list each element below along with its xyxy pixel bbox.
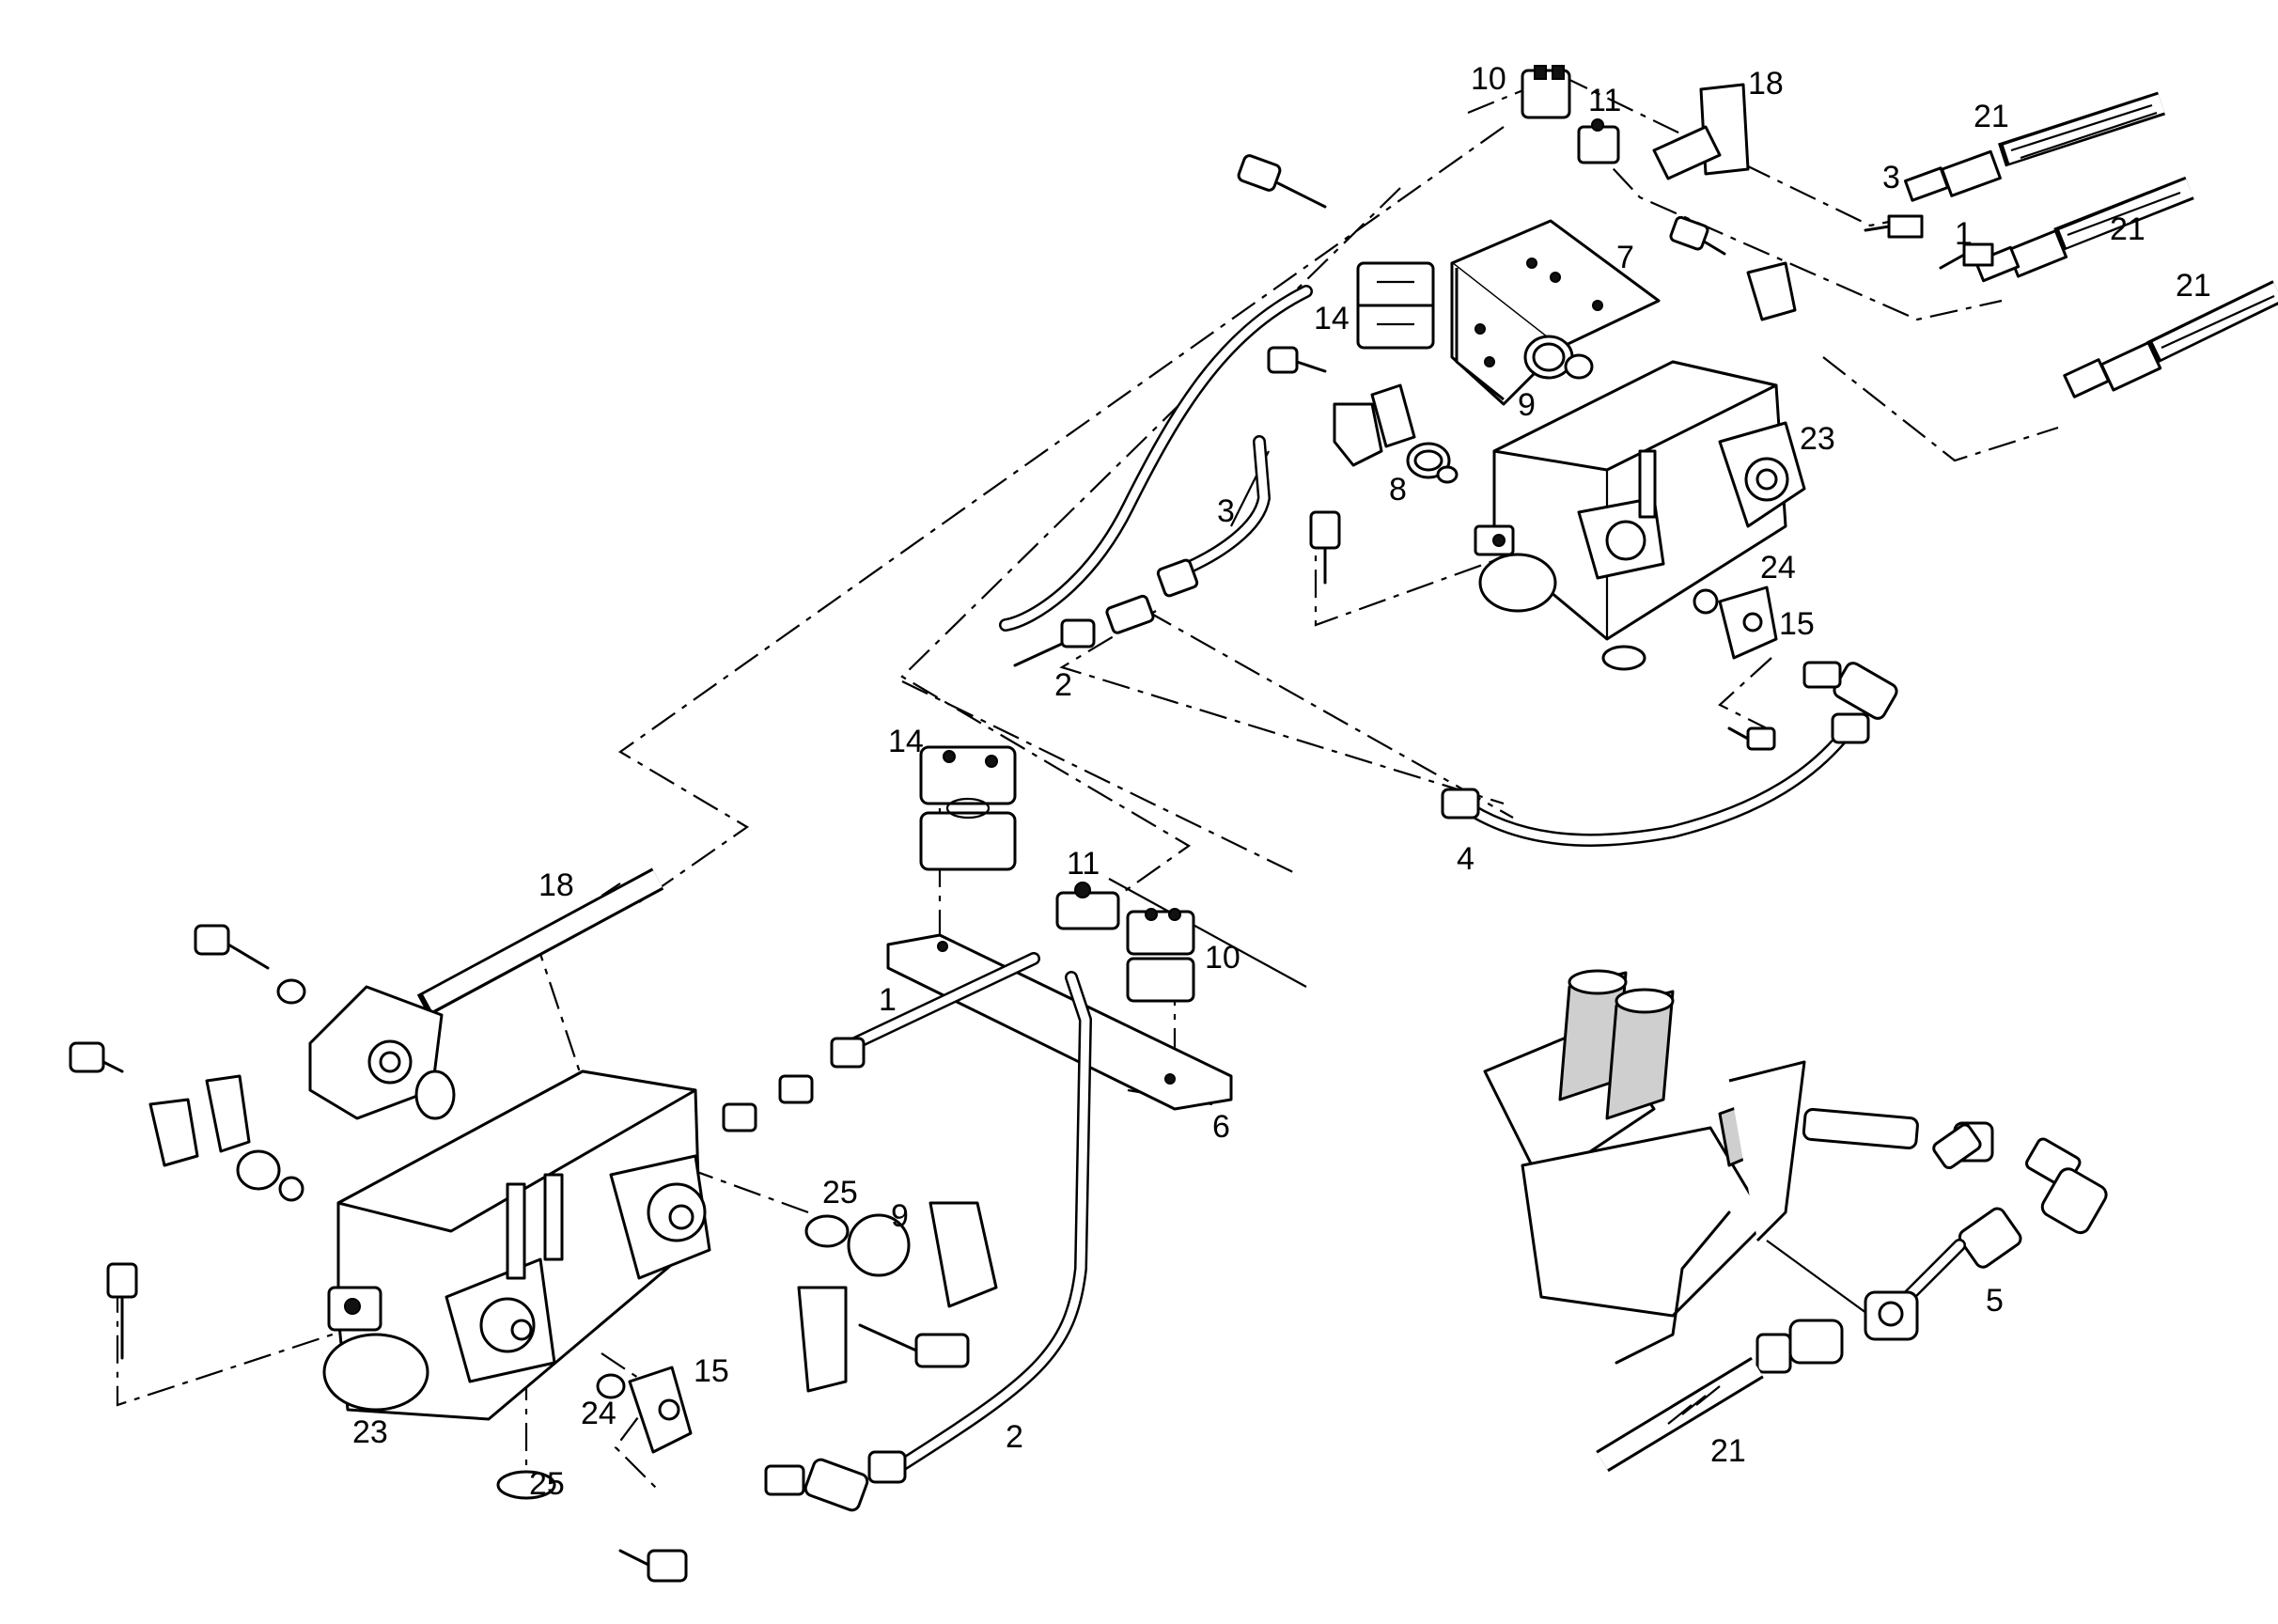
callout-11: 11 [1588, 83, 1621, 118]
callout-24: 24 [1760, 550, 1796, 586]
callout-1: 1 [1955, 216, 1973, 252]
callout-10: 10 [1205, 940, 1240, 976]
callout-2: 2 [1006, 1419, 1023, 1455]
callout-11: 11 [1067, 846, 1100, 882]
callout-9: 9 [891, 1198, 909, 1234]
callout-21: 21 [1710, 1433, 1746, 1469]
callout-3: 3 [1882, 160, 1900, 195]
lower-left-assembly [69, 867, 998, 1583]
callout-4: 4 [1457, 841, 1474, 877]
callout-10: 10 [1471, 61, 1506, 97]
callout-25: 25 [529, 1466, 565, 1502]
callout-21: 21 [2176, 268, 2211, 304]
callout-7: 7 [1616, 240, 1634, 275]
callout-23: 23 [1800, 421, 1835, 457]
callout-15: 15 [694, 1353, 729, 1389]
callout-labels: 10 11 18 21 3 1 21 21 7 14 9 8 3 23 24 1… [352, 61, 2211, 1502]
callout-14: 14 [888, 724, 924, 759]
hose-crosshatch [2010, 103, 2275, 349]
callout-24: 24 [581, 1396, 616, 1431]
callout-21: 21 [1974, 99, 2009, 134]
callout-15: 15 [1779, 606, 1815, 642]
middle-assembly [722, 745, 1233, 1512]
callout-6: 6 [1212, 1109, 1230, 1145]
callout-21: 21 [2110, 211, 2145, 247]
callout-18: 18 [1748, 66, 1784, 102]
detail-inset [1483, 969, 2108, 1473]
callout-8: 8 [1389, 472, 1407, 508]
callout-25: 25 [822, 1175, 858, 1210]
callout-5: 5 [1986, 1283, 2004, 1319]
pipe-lines [999, 285, 1870, 847]
callout-23: 23 [352, 1414, 388, 1450]
callout-18: 18 [538, 867, 574, 903]
callout-1: 1 [879, 982, 897, 1018]
callout-2: 2 [1054, 667, 1072, 703]
callout-9: 9 [1518, 387, 1536, 423]
top-right-assembly [1237, 65, 2278, 751]
callout-3: 3 [1217, 493, 1235, 529]
callout-14: 14 [1314, 301, 1350, 336]
